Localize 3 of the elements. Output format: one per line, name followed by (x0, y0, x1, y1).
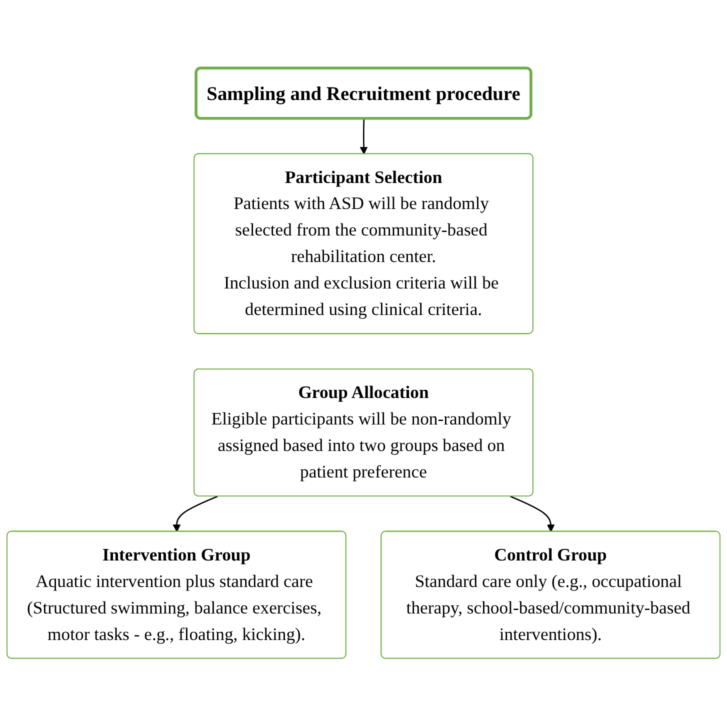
arrow (172, 496, 218, 532)
arrow (510, 496, 555, 532)
arrow (360, 119, 368, 155)
